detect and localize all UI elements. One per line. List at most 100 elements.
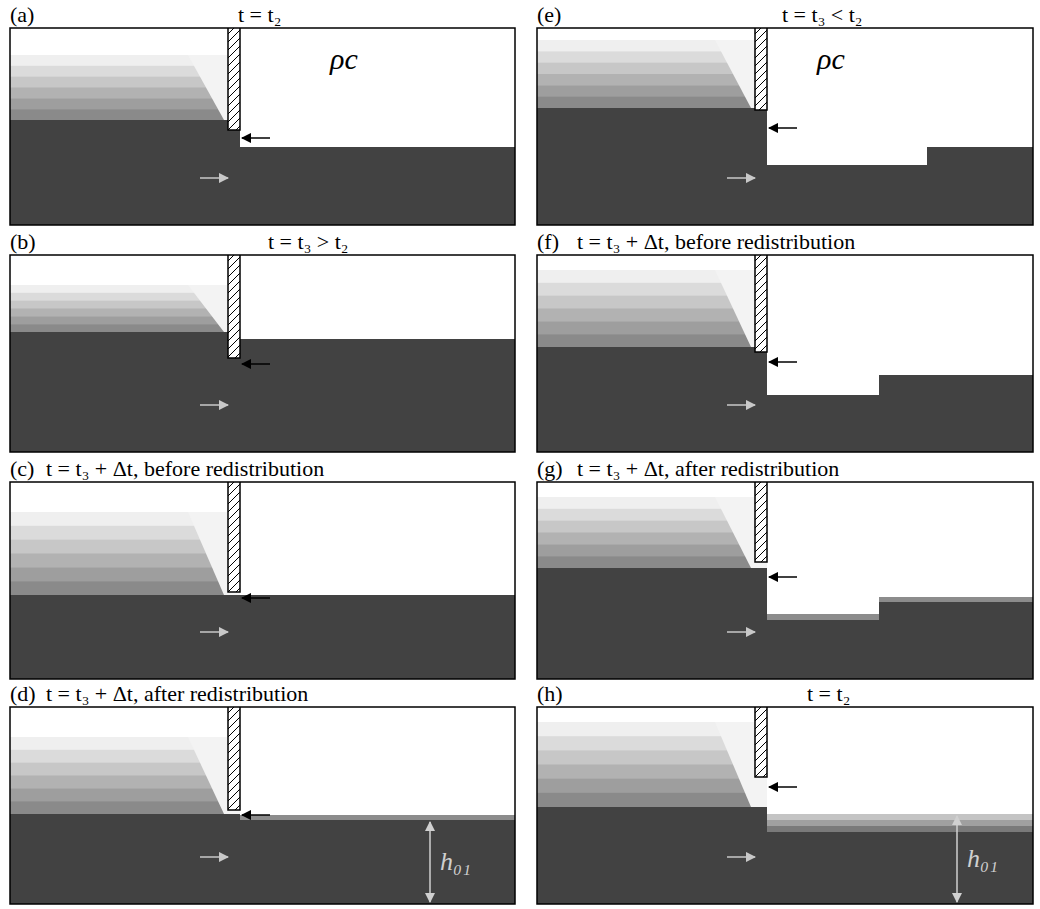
density-layer [537, 556, 767, 568]
panel-frame [537, 482, 1033, 679]
density-layer [537, 544, 767, 556]
panel-label: (g) [537, 458, 563, 480]
panel-title: t = t₃ + Δt, before redistribution [577, 231, 855, 253]
panel: (e)t = t₃ < t₂ρc [537, 2, 1033, 225]
density-layer [537, 97, 767, 109]
density-layer [537, 793, 767, 808]
dense-fluid [240, 820, 515, 904]
panel: (c)t = t₃ + Δt, before redistribution [10, 456, 515, 679]
panel-label: (c) [10, 458, 34, 480]
flow-arrow [769, 786, 797, 788]
panel-title: t = t₂ [238, 4, 281, 26]
panel-frame [10, 707, 515, 904]
flow-arrow [769, 127, 797, 129]
panel-title: t = t₃ > t₂ [268, 231, 349, 253]
lock-gate [755, 28, 767, 110]
lock-gate [228, 255, 240, 358]
panel-label: (a) [10, 4, 34, 26]
dense-fluid [767, 395, 880, 452]
density-layer [537, 334, 767, 347]
dense-fluid [10, 120, 240, 225]
flow-arrow [769, 576, 797, 578]
dense-fluid [767, 832, 1033, 904]
symbol-label: h₀₁ [440, 849, 471, 875]
density-layer [10, 309, 240, 317]
dense-fluid [537, 108, 767, 225]
lock-gate [755, 482, 767, 562]
density-layer [10, 788, 240, 801]
symbol-label: h₀₁ [967, 846, 998, 872]
panel-title: t = t₂ [807, 683, 850, 705]
dense-fluid [537, 807, 767, 904]
panel: (g) t = t₃ + Δt, after redistribution [537, 456, 1033, 679]
dense-fluid [767, 165, 928, 225]
panel-title: t = t₃ < t₂ [782, 4, 863, 26]
dense-fluid [10, 814, 240, 904]
lock-gate [228, 28, 240, 130]
density-layer [10, 801, 240, 814]
flow-arrow [242, 814, 270, 816]
dense-fluid [240, 595, 515, 679]
dense-fluid [10, 595, 240, 679]
panel-title: t = t₃ + Δt, after redistribution [46, 683, 308, 705]
lock-gate [755, 707, 767, 777]
flow-arrow [200, 177, 228, 179]
panel-frame [537, 28, 1033, 225]
density-layer [10, 109, 240, 120]
flow-arrow [242, 137, 270, 139]
panel-title: t = t₃ + Δt, after redistribution [577, 458, 839, 480]
density-layer [537, 765, 767, 780]
flow-arrow [242, 597, 270, 599]
panel-frame [10, 482, 515, 679]
density-layer [10, 324, 240, 332]
density-layer [537, 85, 767, 97]
density-layer [10, 98, 240, 109]
panel: (h) t = t₂ h₀₁ [537, 681, 1033, 904]
panel-label: (h) [537, 683, 563, 705]
flow-arrow [200, 631, 228, 633]
flow-arrow [727, 177, 755, 179]
depth-arrow [429, 822, 431, 902]
panel-illustration [537, 26, 1034, 225]
panel-illustration [537, 253, 1034, 452]
lock-gate [755, 255, 767, 352]
density-layer [537, 309, 767, 322]
density-layer [537, 74, 767, 86]
redistributed-layer [767, 826, 1033, 832]
panel: (f) t = t₃ + Δt, before redistribution [537, 229, 1033, 452]
symbol-label: ρc [817, 44, 845, 74]
density-layer [10, 88, 240, 99]
panel: (d) t = t₃ + Δt, after redistribution h₀₁ [10, 681, 515, 904]
depth-arrow [956, 816, 958, 902]
density-layer [10, 776, 240, 789]
flow-arrow [200, 856, 228, 858]
dense-fluid [240, 147, 515, 225]
panel-illustration [10, 26, 516, 225]
redistributed-layer [879, 597, 1033, 602]
density-layer [537, 779, 767, 794]
redistributed-layer [767, 820, 1033, 826]
panel-label: (d) [10, 683, 36, 705]
flow-arrow [727, 404, 755, 406]
panel-frame [10, 255, 515, 452]
panel-illustration [10, 480, 516, 679]
flow-arrow [242, 363, 270, 365]
dense-fluid [10, 332, 240, 452]
panel-illustration [537, 480, 1034, 679]
panel: (b) t = t₃ > t₂ [10, 229, 515, 452]
panel-frame [10, 28, 515, 225]
panel-illustration [10, 705, 516, 904]
flow-arrow [200, 404, 228, 406]
dense-fluid [879, 602, 1033, 679]
density-layer [10, 567, 240, 581]
dense-fluid [240, 339, 515, 452]
redistributed-layer [767, 614, 880, 620]
panel-label: (b) [10, 231, 36, 253]
density-layer [537, 321, 767, 334]
panel-label: (f) [537, 231, 559, 253]
flow-arrow [727, 856, 755, 858]
panel-illustration [537, 705, 1034, 904]
density-layer [10, 581, 240, 595]
